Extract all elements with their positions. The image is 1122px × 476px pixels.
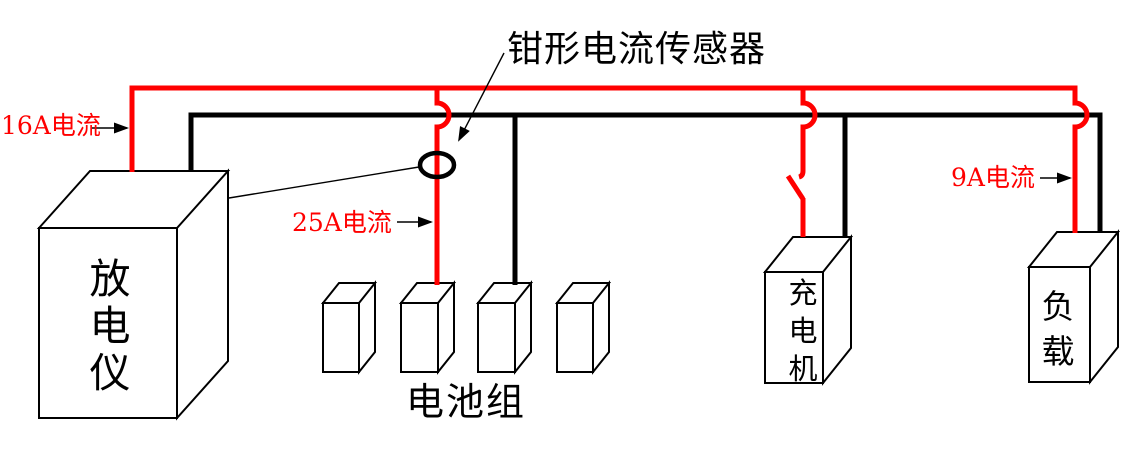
load-label: 负 载	[1034, 284, 1082, 374]
charger-box	[762, 234, 854, 386]
discharger-box	[36, 168, 231, 421]
charger-positive-wire-upper	[798, 88, 818, 180]
battery-positive-wire	[434, 88, 452, 285]
battery-cell-1	[320, 280, 378, 375]
discharger-label-char: 电	[89, 302, 131, 350]
charger-label-char: 机	[788, 352, 818, 386]
current-25a-label: 25A电流	[292, 208, 392, 237]
load-label-char: 载	[1041, 332, 1075, 371]
sensor-title-label: 钳形电流传感器	[507, 29, 767, 70]
current-16a-label: 16A电流	[1, 111, 101, 140]
battery-group-label: 电池组	[406, 380, 527, 424]
negative-bus-wire	[188, 112, 1103, 232]
sensor-to-discharger-leader-line	[228, 166, 420, 199]
open-switch-icon	[785, 88, 818, 237]
discharger-label-char: 放	[89, 255, 131, 303]
current-9a-label: 9A电流	[951, 163, 1035, 192]
charger-label: 充 电 机	[779, 274, 827, 388]
clamp-sensor-icon	[417, 150, 457, 180]
positive-bus-wire	[129, 85, 1090, 233]
battery-cell-3	[475, 280, 534, 375]
title-pointer-arrow	[458, 52, 505, 142]
battery-cell-4	[554, 280, 612, 375]
load-box	[1026, 229, 1121, 385]
switch-blade	[785, 174, 806, 201]
charger-label-char: 充	[788, 276, 818, 310]
discharger-label: 放 电 仪	[86, 256, 134, 397]
load-label-char: 负	[1041, 287, 1075, 326]
charger-label-char: 电	[788, 314, 818, 348]
discharger-label-char: 仪	[89, 349, 131, 397]
battery-cell-2	[398, 280, 457, 375]
